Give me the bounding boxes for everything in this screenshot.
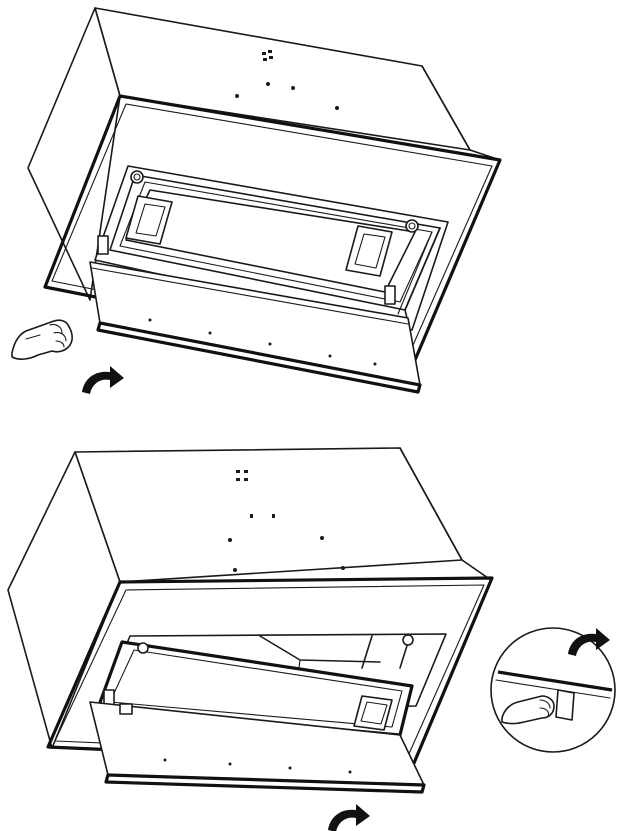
handle-slot-left xyxy=(125,195,173,245)
rotate-arrow-icon xyxy=(568,628,610,656)
clip-right xyxy=(384,285,396,305)
panel-step-2 xyxy=(7,447,616,831)
hand-icon xyxy=(11,319,73,360)
front-panel-open-2 xyxy=(89,701,426,794)
rotate-arrow-icon xyxy=(328,804,370,831)
knob-right xyxy=(405,219,419,233)
front-panel-open xyxy=(89,261,422,394)
detail-callout xyxy=(490,627,616,753)
hand-icon xyxy=(501,695,555,725)
clip-left xyxy=(97,235,109,255)
knob-left xyxy=(130,170,144,184)
rotate-arrow-icon xyxy=(82,366,124,394)
housing-left-face xyxy=(27,7,121,301)
housing-top-face-2 xyxy=(74,447,463,583)
handle-slot-right xyxy=(345,225,393,277)
mounting-holes-2 xyxy=(228,470,345,572)
mounting-holes xyxy=(235,50,339,110)
panel-step-1 xyxy=(11,7,502,394)
housing-top-face xyxy=(94,7,471,151)
release-clip xyxy=(555,689,575,721)
